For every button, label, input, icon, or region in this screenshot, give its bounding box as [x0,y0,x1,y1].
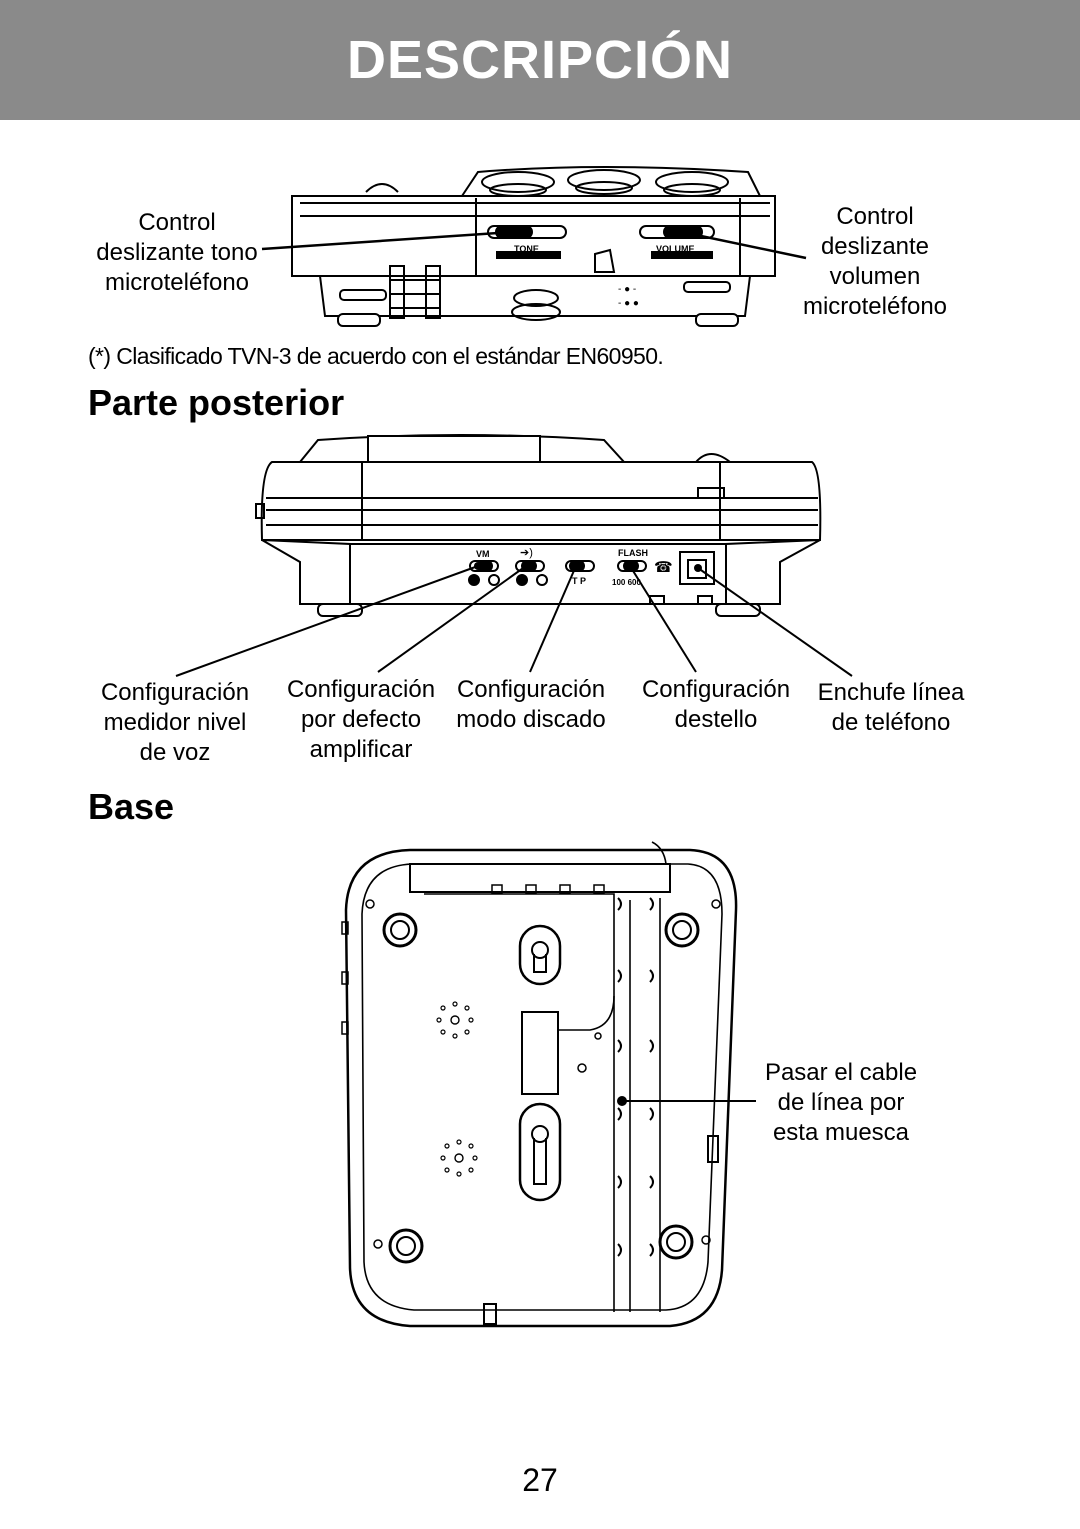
amplify-icon: ➔) [520,547,533,559]
classification-note: (*) Clasificado TVN-3 de acuerdo con el … [88,343,664,369]
flash-callout: Configuración destello [641,676,791,733]
dial-mode-callout: Configuración modo discado [456,676,606,733]
volume-leader-line [681,230,807,260]
volume-leader-dot [678,228,686,236]
rear-leader-lines [175,565,853,677]
page-title: DESCRIPCIÓN [346,30,734,90]
volume-slider-callout: Control deslizante volumen microteléfono [802,203,948,320]
rear-view-phone-illustration [255,434,822,617]
base-section-title: Base [88,786,175,827]
dial-mode-values: T P [572,576,586,586]
rear-leader-dots [474,562,702,572]
telephone-icon: ☎ [654,559,673,576]
page-number: 27 [522,1462,558,1498]
voice-meter-callout: Configuración medidor nivel de voz [100,679,250,766]
svg-text:- ● -: - ● - [618,284,636,295]
page-header: DESCRIPCIÓN [0,0,1080,120]
notch-leader-dot [617,1096,627,1106]
phone-jack-callout: Enchufe línea de teléfono [817,679,965,736]
tone-leader-dot [508,228,516,236]
top-view-phone-illustration: - ● - - ● ● [291,166,776,327]
tone-slider-label: TONE [514,244,539,254]
rear-section-title: Parte posterior [88,382,345,423]
vm-switch-label: VM [476,549,490,559]
tone-slider-callout: Control deslizante tono microteléfono [96,209,258,296]
volume-slider-label: VOLUME [656,244,695,254]
cable-notch-callout: Pasar el cable de línea por esta muesca [764,1059,918,1146]
amplify-default-callout: Configuración por defecto amplificar [286,676,436,763]
tone-leader-line [261,230,513,251]
flash-switch-label: FLASH [618,548,648,558]
flash-values: 100 600 [612,578,641,587]
svg-text:- ● ●: - ● ● [618,298,639,309]
base-phone-illustration [341,841,738,1328]
